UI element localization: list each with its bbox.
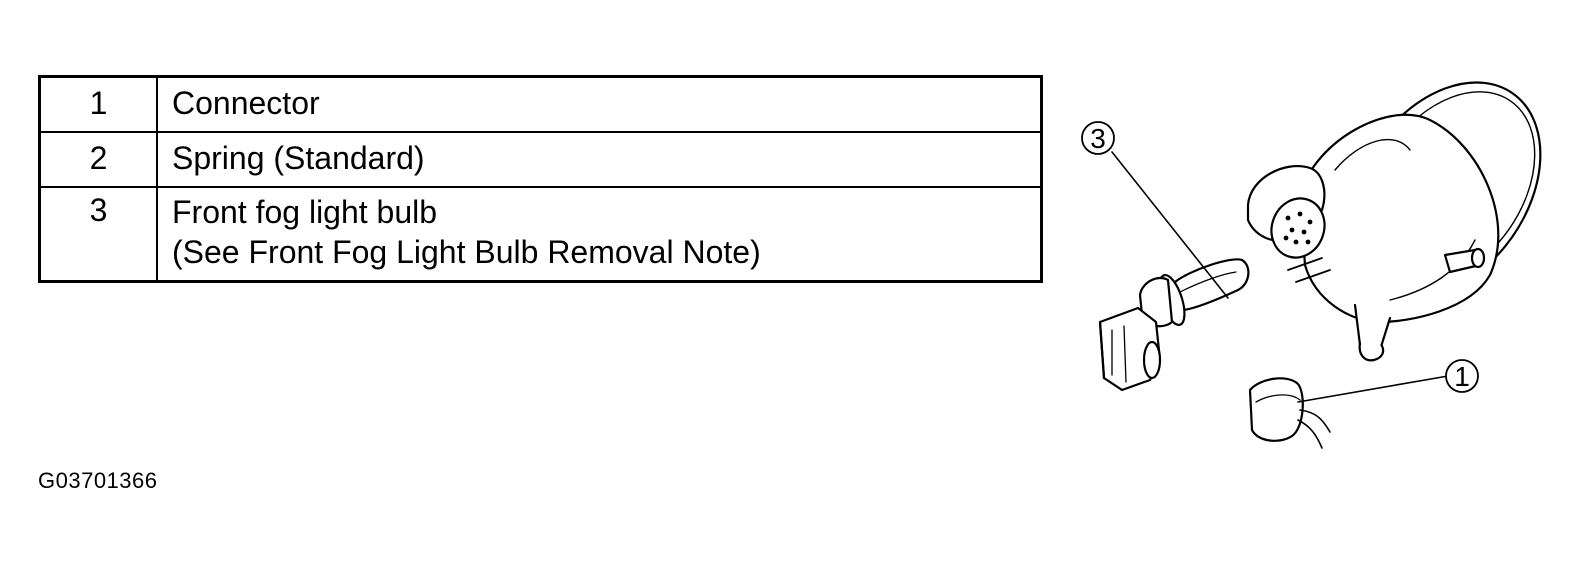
callout-circle-3 xyxy=(1081,121,1115,155)
spring-ring xyxy=(1287,257,1323,271)
socket-opening xyxy=(1270,197,1326,259)
callout-label-1: 1 xyxy=(1454,361,1470,392)
legend-description-line: (See Front Fog Light Bulb Removal Note) xyxy=(172,234,761,270)
legend-description-line: Connector xyxy=(172,85,320,121)
leader-line-3 xyxy=(1111,151,1229,299)
fog-light-illustration: 3 1 xyxy=(1060,60,1574,480)
parts-legend-table: 1 Connector 2 Spring (Standard) 3 Front … xyxy=(38,75,1043,283)
legend-row: 1 Connector xyxy=(38,75,1043,133)
legend-description: Connector xyxy=(156,75,1043,133)
legend-number: 1 xyxy=(38,75,158,133)
connector-plug xyxy=(1248,377,1304,442)
bulb-glass xyxy=(1173,258,1250,312)
legend-number: 2 xyxy=(38,131,158,188)
figure-code: G03701366 xyxy=(38,468,158,493)
leader-line-1 xyxy=(1297,375,1449,403)
connector-wires xyxy=(1297,409,1331,449)
legend-description: Front fog light bulb (See Front Fog Ligh… xyxy=(156,186,1043,283)
fog-light-drawing: 3 1 xyxy=(1081,81,1542,449)
legend-row: 3 Front fog light bulb (See Front Fog Li… xyxy=(38,186,1043,283)
legend-description-line: Front fog light bulb xyxy=(172,194,438,230)
legend-description-line: Spring (Standard) xyxy=(172,140,425,176)
legend-description: Spring (Standard) xyxy=(156,131,1043,188)
callout-circle-1 xyxy=(1445,359,1479,393)
callout-label-3: 3 xyxy=(1090,123,1106,154)
legend-row: 2 Spring (Standard) xyxy=(38,131,1043,188)
legend-number: 3 xyxy=(38,186,158,283)
